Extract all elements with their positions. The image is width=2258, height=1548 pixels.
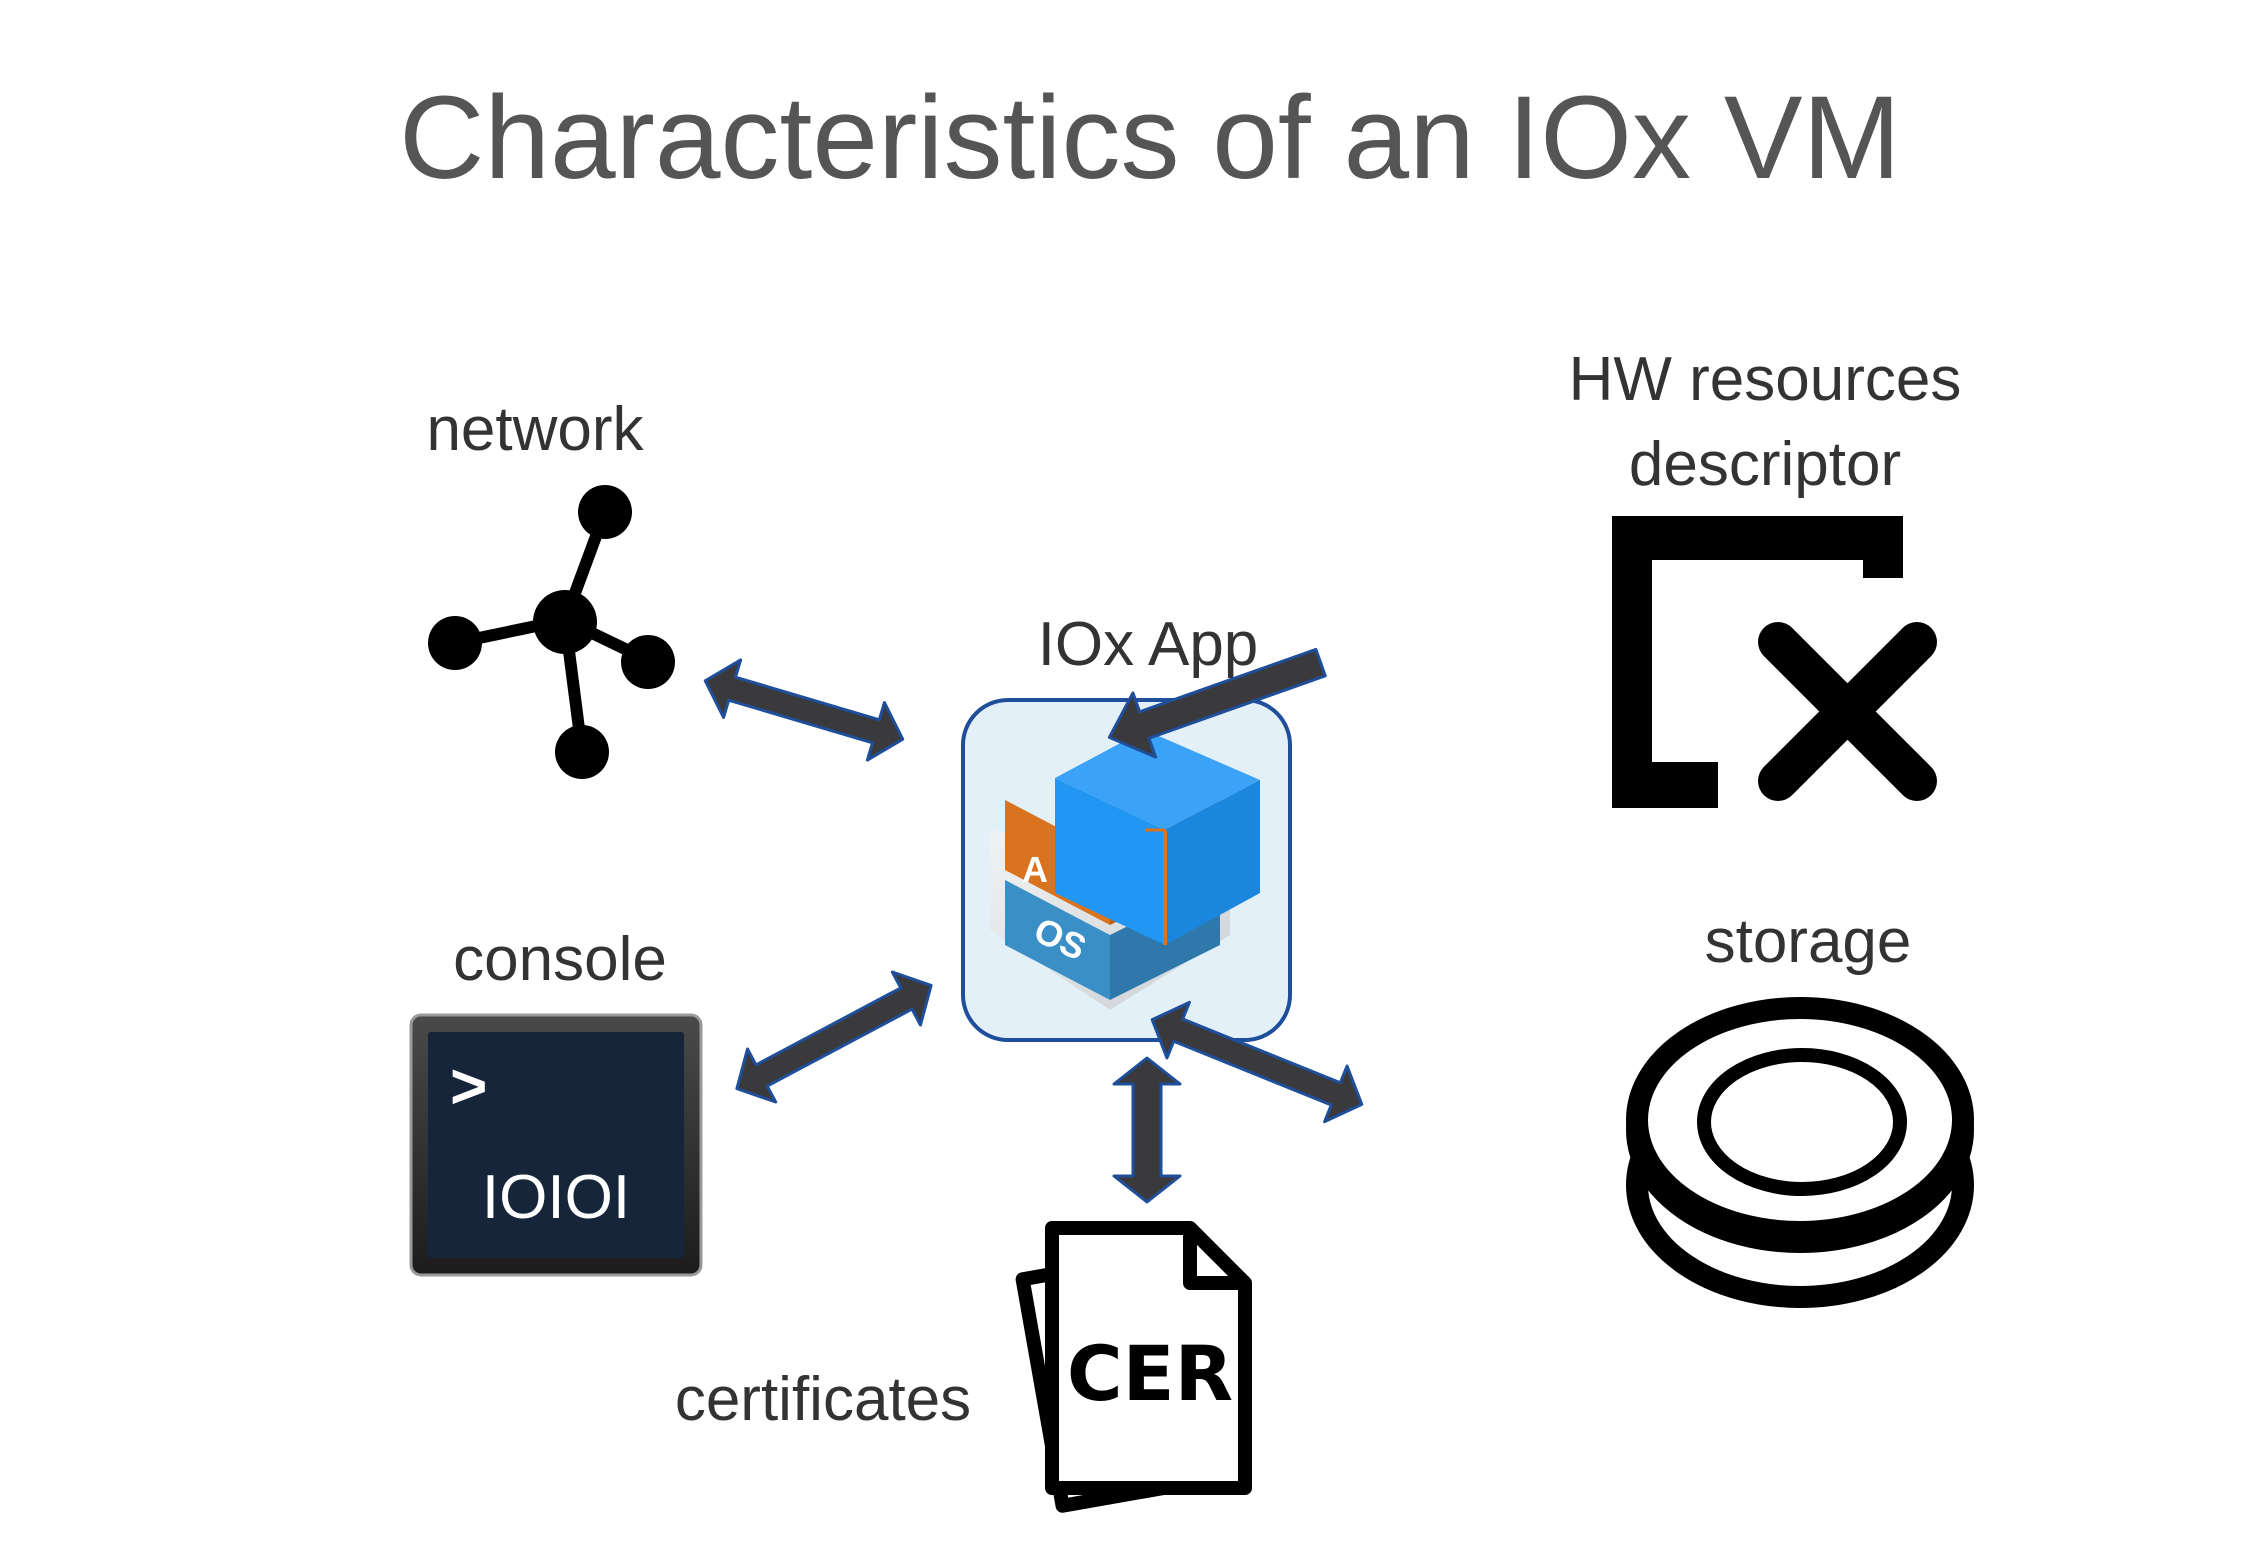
arrow-hw-center	[1107, 647, 1327, 759]
storage-label: storage	[1705, 907, 1912, 976]
console-label: console	[453, 925, 667, 994]
console-node: console > IOIOI	[409, 925, 703, 1277]
close-descriptor-icon	[1612, 516, 1937, 808]
certificates-node: certificates CER	[675, 1221, 1252, 1513]
iox-app-label: IOx App	[1038, 610, 1259, 679]
hw-label-line1: HW resources	[1569, 345, 1962, 414]
terminal-screen-text: IOIOI	[482, 1163, 630, 1232]
arrow-storage-center	[1150, 1000, 1364, 1124]
network-label: network	[426, 395, 644, 464]
terminal-prompt: >	[450, 1050, 487, 1122]
app-layer-glyph: A	[1022, 849, 1048, 890]
arrow-console-center	[735, 970, 933, 1104]
iox-app-node: IOx App OS A	[961, 610, 1292, 1042]
connector-arrows	[703, 647, 1364, 1204]
iox-app-cube-icon: OS A	[990, 730, 1260, 1010]
certificate-file-text: CER	[1067, 1329, 1233, 1418]
certificate-file-icon: CER	[1015, 1221, 1252, 1513]
disk-stack-icon	[1626, 997, 1974, 1308]
hw-label-line2: descriptor	[1629, 430, 1901, 499]
network-node: network	[426, 395, 675, 779]
hw-resources-node: HW resources descriptor	[1569, 345, 1962, 808]
terminal-icon: > IOIOI	[409, 1013, 703, 1277]
page-title: Characteristics of an IOx VM	[399, 72, 1901, 204]
arrow-certificates-center	[1112, 1056, 1182, 1204]
certificates-label: certificates	[675, 1365, 971, 1434]
storage-node: storage	[1626, 907, 1974, 1308]
arrow-network-center	[703, 658, 905, 762]
network-graph-icon	[428, 485, 675, 779]
